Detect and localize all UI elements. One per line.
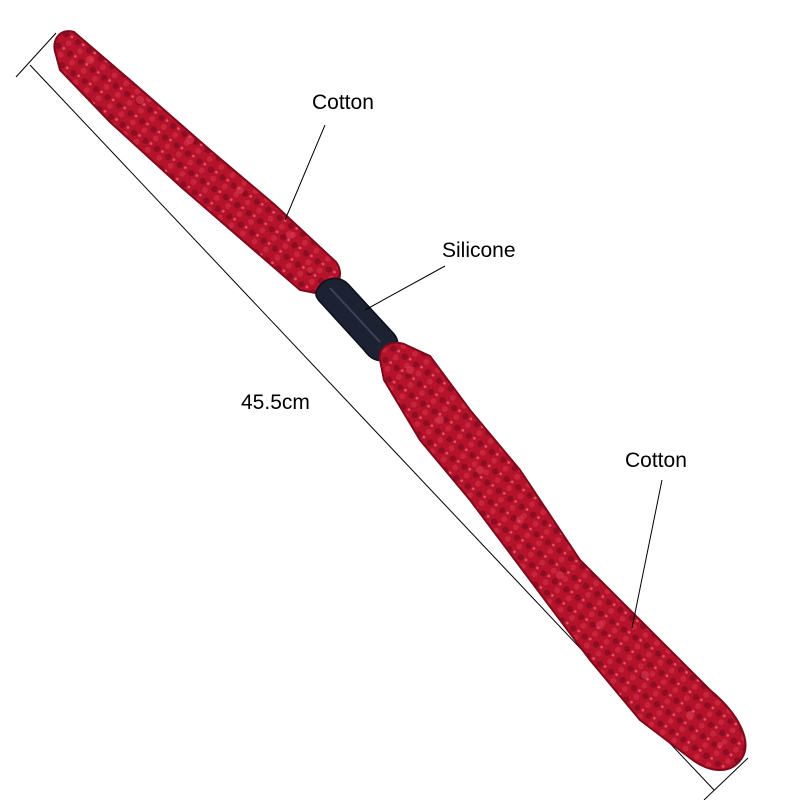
leader-cotton-top: [284, 124, 326, 221]
leader-lines: [284, 124, 663, 629]
cotton-segment-lower: [378, 341, 747, 772]
silicone-label: Silicone: [442, 239, 516, 262]
cotton-segment-upper: [53, 30, 341, 296]
cotton-label-bottom: Cotton: [625, 449, 687, 472]
leader-cotton-bottom: [631, 479, 663, 629]
leader-silicone: [364, 265, 446, 311]
length-label: 45.5cm: [241, 391, 310, 414]
cotton-label-top: Cotton: [312, 91, 374, 114]
